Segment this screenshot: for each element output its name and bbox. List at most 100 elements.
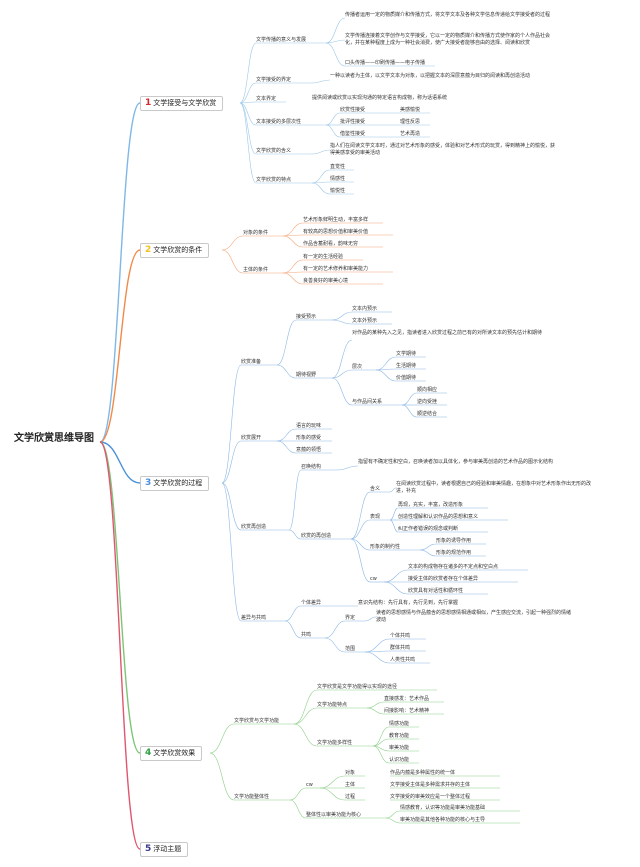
connector-38 [221,235,244,251]
connector-130 [324,637,346,653]
b4-variety-emotion: 情感功能 [389,721,410,727]
b1-topic-meaning[interactable]: 文学欣赏的含义 [256,148,292,154]
connector-68 [331,319,353,325]
branch-2-number: 2 [145,245,152,255]
connector-73 [331,377,353,406]
b1-level-critique: 批评性接受 [340,119,366,125]
connector-4 [99,441,141,850]
connector-121 [383,581,409,595]
connector-52 [282,272,304,285]
connector-32 [311,169,331,184]
root-topic[interactable]: 文学欣赏思维导图 [14,433,94,444]
connector-98 [350,491,371,540]
connector-174 [385,810,401,819]
b1-level-appreciation: 欣赏性接受 [340,107,366,113]
connector-95 [288,529,302,540]
b4-variety-education: 教育功能 [389,733,410,739]
b3-topic-recreate[interactable]: 欣赏再创造 [241,524,267,530]
b3-cw-2: 接受主体的欣赏者存在个体差异 [408,576,479,582]
connector-58 [221,482,242,531]
connector-91 [276,440,297,454]
b3-resonance-scope: 范围 [345,646,356,652]
b3-process-constraint: 形象的制约性 [370,544,401,550]
connector-18 [325,39,346,44]
b1-level-appreciation-result: 美感愉悦 [400,107,421,113]
b2-object-3: 作品含蓄耐看，韵味无穷 [303,241,359,247]
b2-topic-object[interactable]: 对象的条件 [243,230,269,236]
connector-115 [419,549,437,557]
b3-unfold-image: 形象的感受 [296,435,322,441]
connector-2 [99,441,141,484]
connector-145 [293,707,318,725]
connector-1 [99,249,141,443]
b3-scope-human: 人类性共鸣 [390,657,416,663]
b3-difference-individual[interactable]: 个体差异 [301,600,322,606]
b3-level-life: 生活期待 [396,363,417,369]
b3-level-literary: 文学期待 [396,351,417,357]
connector-62 [276,319,297,366]
b1-topic-spread[interactable]: 文学传播的意义与发展 [256,37,307,43]
b1-level-reference: 借鉴性接受 [340,131,366,137]
b3-topic-difference[interactable]: 差异与共鸣 [241,615,267,621]
b4-feature-indirect: 间接影响：艺术精神 [384,708,430,714]
branch-4-label: 文学欣赏效果 [153,749,196,757]
b4-topic-whole[interactable]: 文学功能整体性 [234,794,270,800]
connector-79 [375,369,397,382]
connector-9 [239,101,257,104]
b3-topic-prepare[interactable]: 欣赏准备 [241,359,262,365]
b3-recreate-structure[interactable]: 召唤结构 [301,464,322,470]
b3-recreate-process[interactable]: 欣赏的再创造 [301,533,332,539]
b2-topic-subject[interactable]: 主体的条件 [243,267,269,273]
b4-whole-core[interactable]: 整体性以审美功能为核心 [306,812,362,818]
connector-40 [221,249,244,274]
b3-individual-detail: 意识先结构：先行具有，先行见到，先行掌握 [358,600,459,606]
connector-143 [293,689,318,725]
connector-48 [282,259,304,274]
b3-scope-group: 群体共鸣 [390,645,411,651]
branch-1-label: 文学接受与文学欣赏 [153,99,217,107]
connector-137 [364,651,391,664]
b3-topic-unfold[interactable]: 欣赏展开 [241,435,262,441]
b4-function-path: 文学欣赏是文学功能得以实现的途径 [317,684,398,690]
connector-71 [331,369,353,379]
branch-5-number: 5 [145,844,152,854]
connector-85 [401,404,418,418]
b3-meaning-detail: 在阅读欣赏过程中，读者根据自己的经验和审美情趣，在想象中对艺术形象作出无形的改进… [396,481,592,494]
b3-difference-resonance[interactable]: 共鸣 [301,632,312,638]
connector-125 [284,620,302,639]
connector-3 [99,441,141,754]
b1-topic-text[interactable]: 文本界定 [256,96,277,102]
b1-meaning-definition: 指人们在阅读文学文本时，通过对艺术形象的感受，体验和对艺术形式的玩赏，得到精神上… [330,143,556,156]
b3-cw-3: 欣赏具有对话性和循环性 [408,588,464,594]
b4-topic-function[interactable]: 文学欣赏与文学功能 [234,718,280,724]
b3-prepare-hint[interactable]: 接受预示 [296,314,317,320]
b3-horizon-definition: 对作品的某种先入之见，指读者进入欣赏过程之前已有的对所读文本的预先估计和期待 [352,330,543,336]
connector-75 [375,356,397,371]
connector-64 [276,364,297,379]
b1-topic-levels[interactable]: 文本接受的多层次性 [256,119,302,125]
connector-42 [282,222,304,237]
connector-111 [389,519,399,533]
connector-5 [239,42,257,104]
b4-function-variety[interactable]: 文学功能多样性 [317,740,353,746]
b3-prepare-horizon[interactable]: 期待视野 [296,372,317,378]
branch-2-label: 文学欣赏的条件 [153,246,203,254]
b1-topic-accept[interactable]: 文学接受的界定 [256,77,292,83]
b4-cw-object: 对象 [345,770,356,776]
b3-horizon-levels: 层次 [352,364,363,370]
b4-function-features[interactable]: 文学功能特点 [317,702,348,708]
connector-165 [319,775,346,789]
connector-141 [209,752,235,801]
connector-22 [325,112,341,126]
b1-topic-features[interactable]: 文学欣赏的特点 [256,177,292,183]
b2-subject-1: 有一定的生活经验 [303,254,344,260]
b3-scope-individual: 个体共鸣 [390,633,411,639]
b1-spread-stages: 口头传播——印刷传播——电子传播 [345,60,426,66]
